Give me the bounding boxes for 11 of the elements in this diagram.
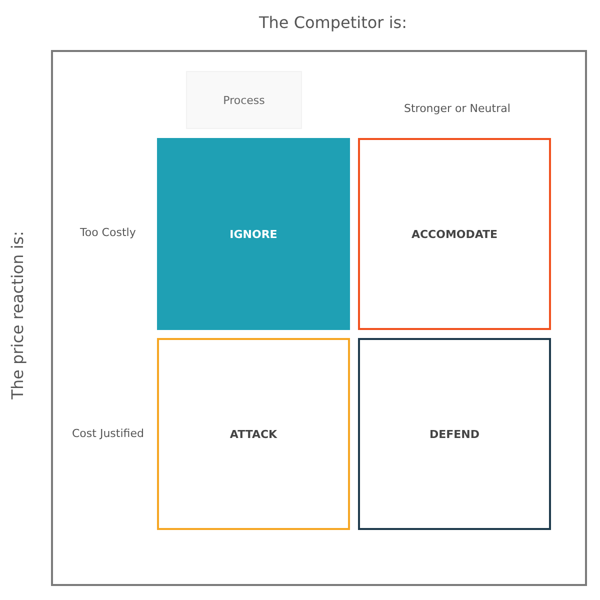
axis-title: The Competitor is: <box>258 13 407 32</box>
column-label: Stronger or Neutral <box>404 102 510 115</box>
matrix-frame <box>51 50 587 586</box>
quadrant-box: ACCOMODATE <box>358 138 551 330</box>
quadrant-box: ATTACK <box>157 338 350 530</box>
quadrant-box: DEFEND <box>358 338 551 530</box>
axis-label: The price reaction is: <box>8 231 27 400</box>
quadrant-box: IGNORE <box>157 138 350 330</box>
row-label: Cost Justified <box>72 426 144 440</box>
row-label: Too Costly <box>80 226 136 239</box>
header-box: Process <box>186 71 302 129</box>
